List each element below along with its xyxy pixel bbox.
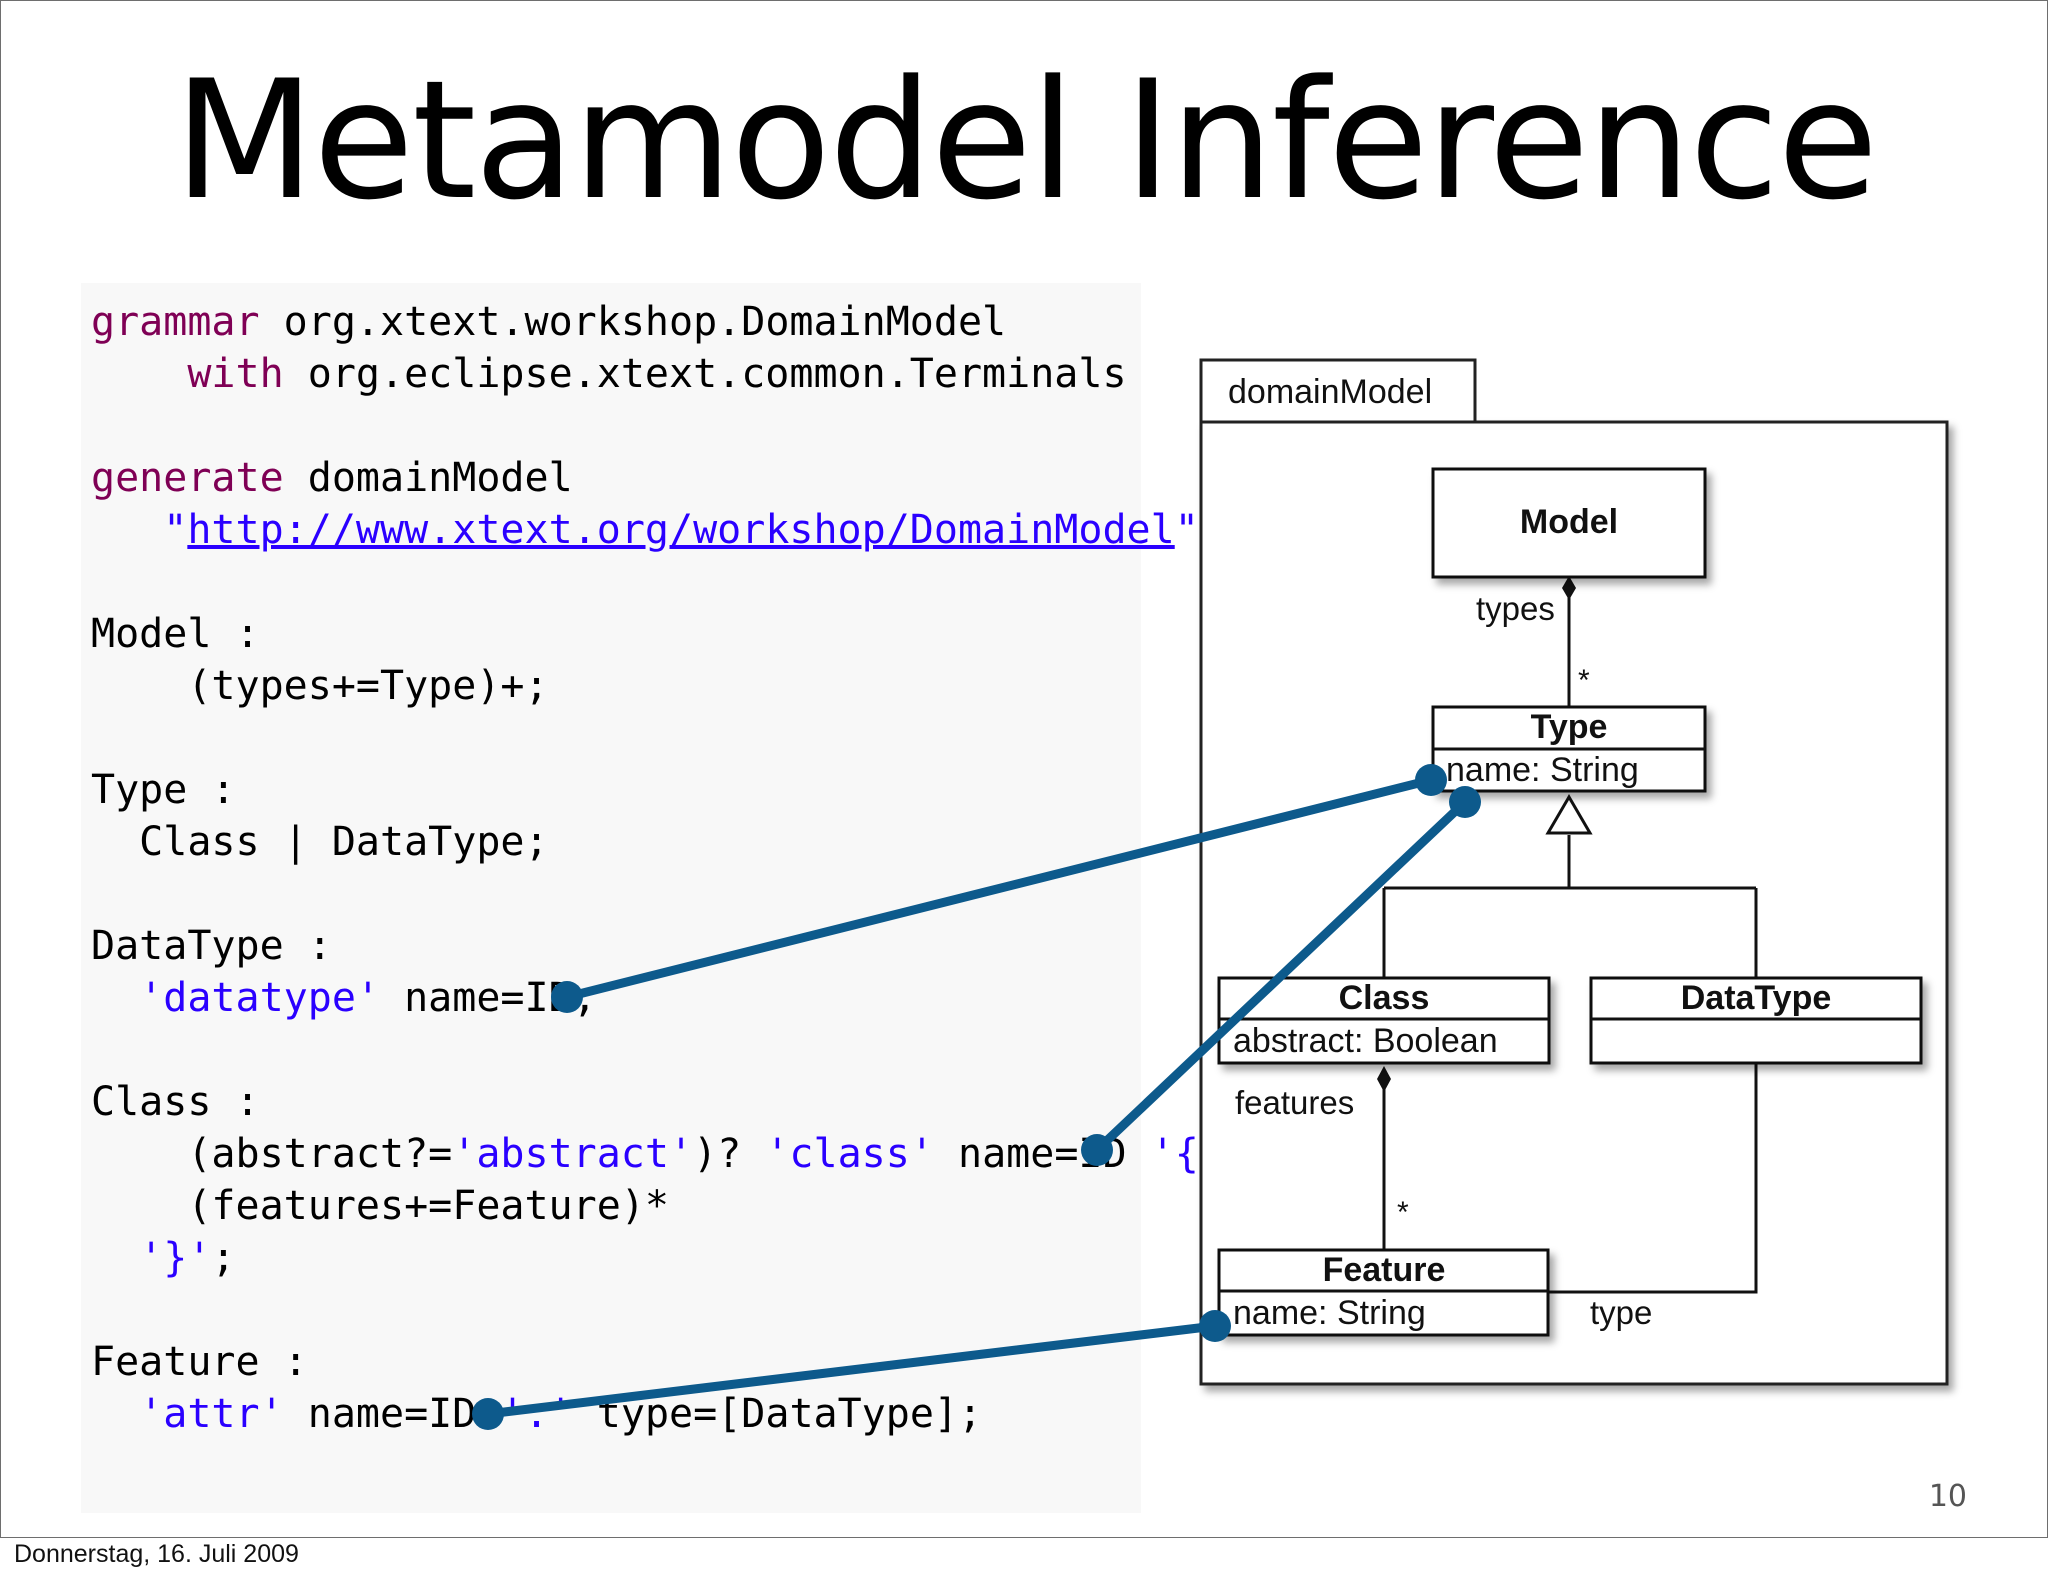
class-class-attribute: abstract: Boolean bbox=[1233, 1022, 1498, 1060]
connector-feature-name bbox=[483, 1321, 1220, 1419]
feature-class-attribute: name: String bbox=[1233, 1294, 1426, 1332]
code-generate-keyword: generate bbox=[91, 455, 284, 501]
type-class-attribute: name: String bbox=[1446, 751, 1639, 789]
label-types-multiplicity: * bbox=[1578, 664, 1590, 697]
code-with-keyword: with bbox=[187, 351, 284, 397]
page-number: 10 bbox=[1928, 1479, 1967, 1514]
code-feature-type: type=[DataType]; bbox=[596, 1391, 983, 1437]
endpoint-feature-name bbox=[1199, 1310, 1231, 1342]
uml-class-type: Type name: String bbox=[1431, 705, 1707, 793]
code-model-body: (types+=Type)+; bbox=[187, 663, 549, 709]
label-features-multiplicity: * bbox=[1397, 1196, 1409, 1229]
types-diamond bbox=[1562, 576, 1576, 600]
uml-class-feature: Feature name: String bbox=[1217, 1248, 1550, 1337]
code-quote-close: " bbox=[1174, 507, 1199, 553]
code-class-rule: Class : bbox=[91, 1079, 260, 1125]
code-class-abstract-keyword: 'abstract' bbox=[452, 1131, 694, 1177]
type-class-name: Type bbox=[1531, 708, 1608, 746]
uml-class-datatype: DataType bbox=[1589, 976, 1923, 1065]
code-generate-name: domainModel bbox=[307, 455, 573, 501]
code-feature-name: name=ID bbox=[307, 1391, 477, 1437]
code-grammar-keyword: grammar bbox=[91, 299, 260, 345]
code-url-link[interactable]: http://www.xtext.org/workshop/DomainMode… bbox=[187, 507, 1175, 553]
footer-date: Donnerstag, 16. Juli 2009 bbox=[14, 1540, 299, 1568]
package-name: domainModel bbox=[1228, 373, 1432, 411]
code-class-features: (features+=Feature)* bbox=[187, 1183, 669, 1229]
connector-class-name bbox=[1092, 797, 1470, 1155]
model-class-name: Model bbox=[1520, 503, 1618, 541]
grammar-code: grammar org.xtext.workshop.DomainModel w… bbox=[91, 296, 1223, 1440]
uml-class-class: Class abstract: Boolean bbox=[1217, 976, 1551, 1065]
code-grammar-name: org.xtext.workshop.DomainModel bbox=[283, 299, 1007, 345]
label-type-reference: type bbox=[1590, 1294, 1652, 1331]
endpoint-type-name-2 bbox=[1449, 786, 1481, 818]
mapping-endpoints bbox=[472, 764, 1481, 1430]
endpoint-datatype-code bbox=[551, 981, 583, 1013]
endpoint-type-name bbox=[1415, 764, 1447, 796]
code-with-name: org.eclipse.xtext.common.Terminals bbox=[307, 351, 1127, 397]
feature-class-name: Feature bbox=[1323, 1251, 1446, 1289]
code-datatype-keyword: 'datatype' bbox=[139, 975, 380, 1021]
code-quote-open: " bbox=[163, 507, 188, 553]
endpoint-class-code bbox=[1081, 1134, 1113, 1166]
slide-title: Metamodel Inference bbox=[173, 45, 1879, 236]
label-features: features bbox=[1235, 1084, 1354, 1121]
code-model-rule: Model : bbox=[91, 611, 260, 657]
type-reference-line bbox=[1548, 1063, 1758, 1294]
code-feature-keyword: 'attr' bbox=[139, 1391, 284, 1437]
uml-class-model: Model bbox=[1431, 467, 1707, 579]
features-diamond bbox=[1377, 1066, 1391, 1092]
code-class-keyword: 'class' bbox=[765, 1131, 934, 1177]
code-feature-rule: Feature : bbox=[91, 1339, 308, 1385]
code-class-semicolon: ; bbox=[211, 1235, 236, 1281]
uml-relationships bbox=[1382, 597, 1758, 1294]
class-class-name: Class bbox=[1339, 979, 1430, 1017]
package-frame: domainModel bbox=[1199, 358, 1949, 1386]
code-type-rule: Type : bbox=[91, 767, 236, 813]
code-class-open: (abstract?= bbox=[187, 1131, 453, 1177]
label-types: types bbox=[1476, 590, 1555, 627]
datatype-class-name: DataType bbox=[1681, 979, 1832, 1017]
code-class-mid: )? bbox=[693, 1131, 742, 1177]
inheritance-triangle bbox=[1545, 794, 1593, 835]
connector-datatype-name bbox=[562, 775, 1436, 1002]
endpoint-feature-code bbox=[472, 1398, 504, 1430]
code-class-brace-close: '}' bbox=[139, 1235, 212, 1281]
code-type-body: Class | DataType; bbox=[139, 819, 549, 865]
mapping-connectors bbox=[483, 775, 1470, 1419]
code-datatype-rule: DataType : bbox=[91, 923, 332, 969]
